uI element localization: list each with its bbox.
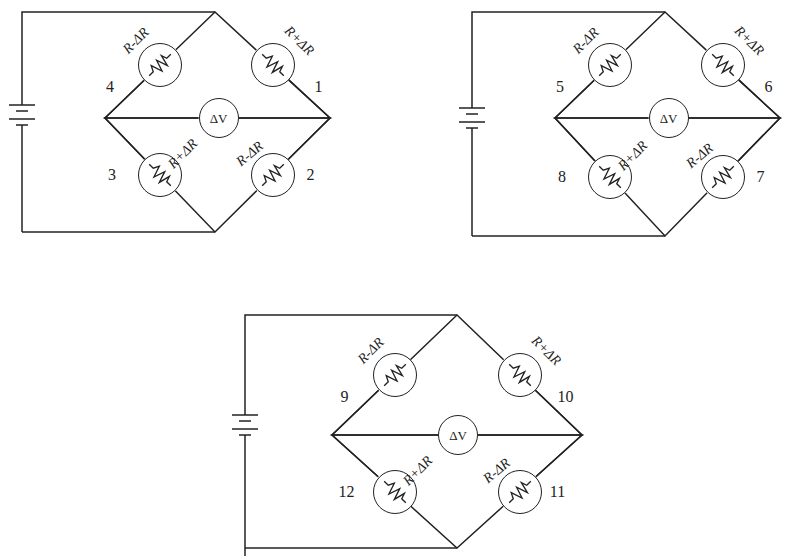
battery-plate bbox=[459, 107, 485, 109]
wire bbox=[21, 125, 23, 232]
strain-gauge: R-ΔR bbox=[588, 43, 632, 87]
callout-number: 12 bbox=[339, 484, 355, 500]
wire bbox=[22, 231, 215, 233]
battery-plate bbox=[16, 110, 28, 112]
strain-gauge: R+ΔR bbox=[588, 155, 632, 199]
resistance-label: R-ΔR bbox=[234, 139, 266, 169]
resistor-symbol bbox=[702, 44, 744, 86]
callout-number: 11 bbox=[550, 484, 565, 500]
resistance-label: R-ΔR bbox=[684, 141, 716, 171]
voltmeter-circle: ΔV bbox=[649, 98, 689, 138]
callout-number: 5 bbox=[556, 79, 564, 95]
wire bbox=[332, 390, 379, 477]
resistor-symbol bbox=[139, 44, 181, 86]
zigzag bbox=[595, 50, 625, 80]
wire bbox=[625, 193, 707, 236]
battery-plate bbox=[459, 121, 485, 123]
resistor-symbol bbox=[499, 354, 541, 396]
resistance-label: R+ΔR bbox=[400, 453, 434, 487]
resistor-symbol bbox=[252, 44, 294, 86]
wire bbox=[175, 190, 257, 232]
wire bbox=[689, 80, 781, 118]
resistance-label: R-ΔR bbox=[570, 25, 601, 56]
strain-gauge: R+ΔR bbox=[138, 153, 182, 197]
wire bbox=[22, 12, 215, 105]
wire bbox=[472, 235, 665, 237]
meter-label: ΔV bbox=[660, 112, 678, 125]
battery-circuit bbox=[232, 315, 457, 556]
strain-gauge: R-ΔR bbox=[373, 353, 417, 397]
battery-plate bbox=[239, 434, 251, 436]
zigzag bbox=[258, 160, 288, 190]
battery-plate bbox=[232, 414, 258, 416]
zigzag bbox=[708, 50, 738, 80]
meter-label: ΔV bbox=[210, 112, 228, 125]
zigzag bbox=[258, 50, 288, 80]
strain-gauge: R-ΔR bbox=[251, 153, 295, 197]
zigzag bbox=[145, 50, 175, 80]
resistance-label: R-ΔR bbox=[355, 335, 386, 366]
battery-plate bbox=[239, 420, 251, 422]
wire bbox=[105, 80, 199, 118]
resistor-symbol bbox=[252, 154, 294, 196]
wire bbox=[555, 80, 649, 118]
wire bbox=[245, 547, 457, 549]
callout-number: 7 bbox=[757, 169, 765, 185]
zigzag bbox=[380, 360, 410, 390]
callout-number: 4 bbox=[106, 79, 114, 95]
resistor-symbol bbox=[702, 156, 744, 198]
wire bbox=[176, 12, 256, 50]
strain-gauge: R+ΔR bbox=[251, 43, 295, 87]
callout-number: 3 bbox=[108, 167, 116, 183]
wire bbox=[410, 315, 503, 360]
battery-plate bbox=[9, 104, 35, 106]
wire bbox=[244, 435, 246, 556]
strain-gauge: R-ΔR bbox=[498, 470, 542, 514]
wire bbox=[411, 506, 503, 548]
battery-plate bbox=[232, 428, 258, 430]
callout-number: 2 bbox=[307, 167, 315, 183]
resistance-label: R+ΔR bbox=[166, 137, 200, 171]
callout-number: 9 bbox=[341, 389, 349, 405]
strain-gauge: R+ΔR bbox=[373, 470, 417, 514]
wire bbox=[288, 80, 330, 160]
strain-gauge: R-ΔR bbox=[138, 43, 182, 87]
callout-number: 10 bbox=[558, 389, 574, 405]
zigzag bbox=[708, 162, 738, 192]
resistance-label: R-ΔR bbox=[481, 456, 513, 486]
battery-plate bbox=[466, 127, 478, 129]
callout-number: 8 bbox=[558, 169, 566, 185]
callout-number: 6 bbox=[765, 79, 773, 95]
wire bbox=[239, 80, 331, 118]
meter-label: ΔV bbox=[449, 429, 467, 442]
resistance-label: R+ΔR bbox=[731, 24, 765, 58]
resistor-symbol bbox=[374, 354, 416, 396]
callout-number: 1 bbox=[315, 79, 323, 95]
battery-plate bbox=[9, 118, 35, 120]
resistor-symbol bbox=[589, 44, 631, 86]
resistor-symbol bbox=[499, 471, 541, 513]
wire bbox=[626, 12, 706, 50]
battery-plate bbox=[466, 113, 478, 115]
strain-gauge: R+ΔR bbox=[701, 43, 745, 87]
wire bbox=[471, 128, 473, 236]
zigzag bbox=[505, 360, 535, 390]
zigzag bbox=[505, 477, 535, 507]
strain-gauge: R+ΔR bbox=[498, 353, 542, 397]
battery-plate bbox=[16, 124, 28, 126]
resistance-label: R+ΔR bbox=[616, 139, 650, 173]
resistance-label: R+ΔR bbox=[281, 24, 315, 58]
resistance-label: R+ΔR bbox=[528, 334, 562, 368]
strain-gauge: R-ΔR bbox=[701, 155, 745, 199]
voltmeter-circle: ΔV bbox=[438, 415, 478, 455]
voltmeter-circle: ΔV bbox=[199, 98, 239, 138]
wire bbox=[472, 12, 665, 108]
wire bbox=[738, 80, 780, 161]
wire bbox=[245, 315, 457, 415]
resistance-label: R-ΔR bbox=[120, 25, 151, 56]
